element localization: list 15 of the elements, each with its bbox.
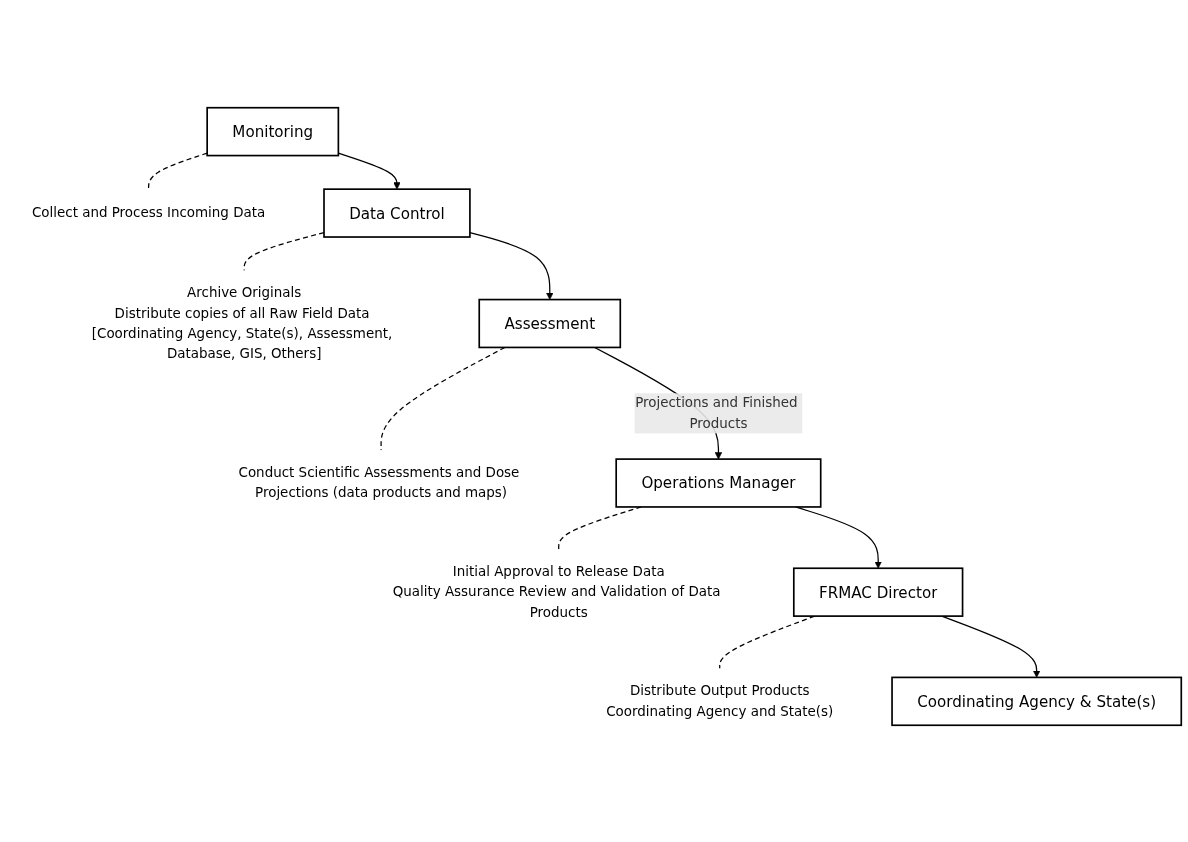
node-text: Distribute Output Products Coordinating Agency and State(s) — [606, 682, 834, 720]
connector — [243, 232, 325, 272]
node-text: Initial Approval to Release Data Quality Assurance Review and Validation of Data Products — [392, 563, 721, 620]
node-text: Conduct Scientific Assessments and Dose Projections (data products and maps) — [238, 464, 520, 501]
arrow — [337, 152, 401, 190]
edge-label: Projections and Finished Products — [635, 394, 798, 432]
node-box: Data Control — [323, 188, 471, 238]
node-box: Coordinating Agency & State(s) — [891, 676, 1183, 727]
node-box: Assessment — [478, 298, 622, 349]
node-box: FRMAC Director — [792, 567, 964, 618]
node-text: Archive Originals Distribute copies of all Raw Field Data [Coordinating Agency, State(s), Assessment, Database, GIS, Others] — [91, 284, 393, 362]
arrow — [469, 232, 554, 300]
node-box: Monitoring — [206, 106, 340, 157]
node-box: Operations Manager — [615, 458, 822, 508]
node-text: Collect and Process Incoming Data — [31, 204, 266, 221]
